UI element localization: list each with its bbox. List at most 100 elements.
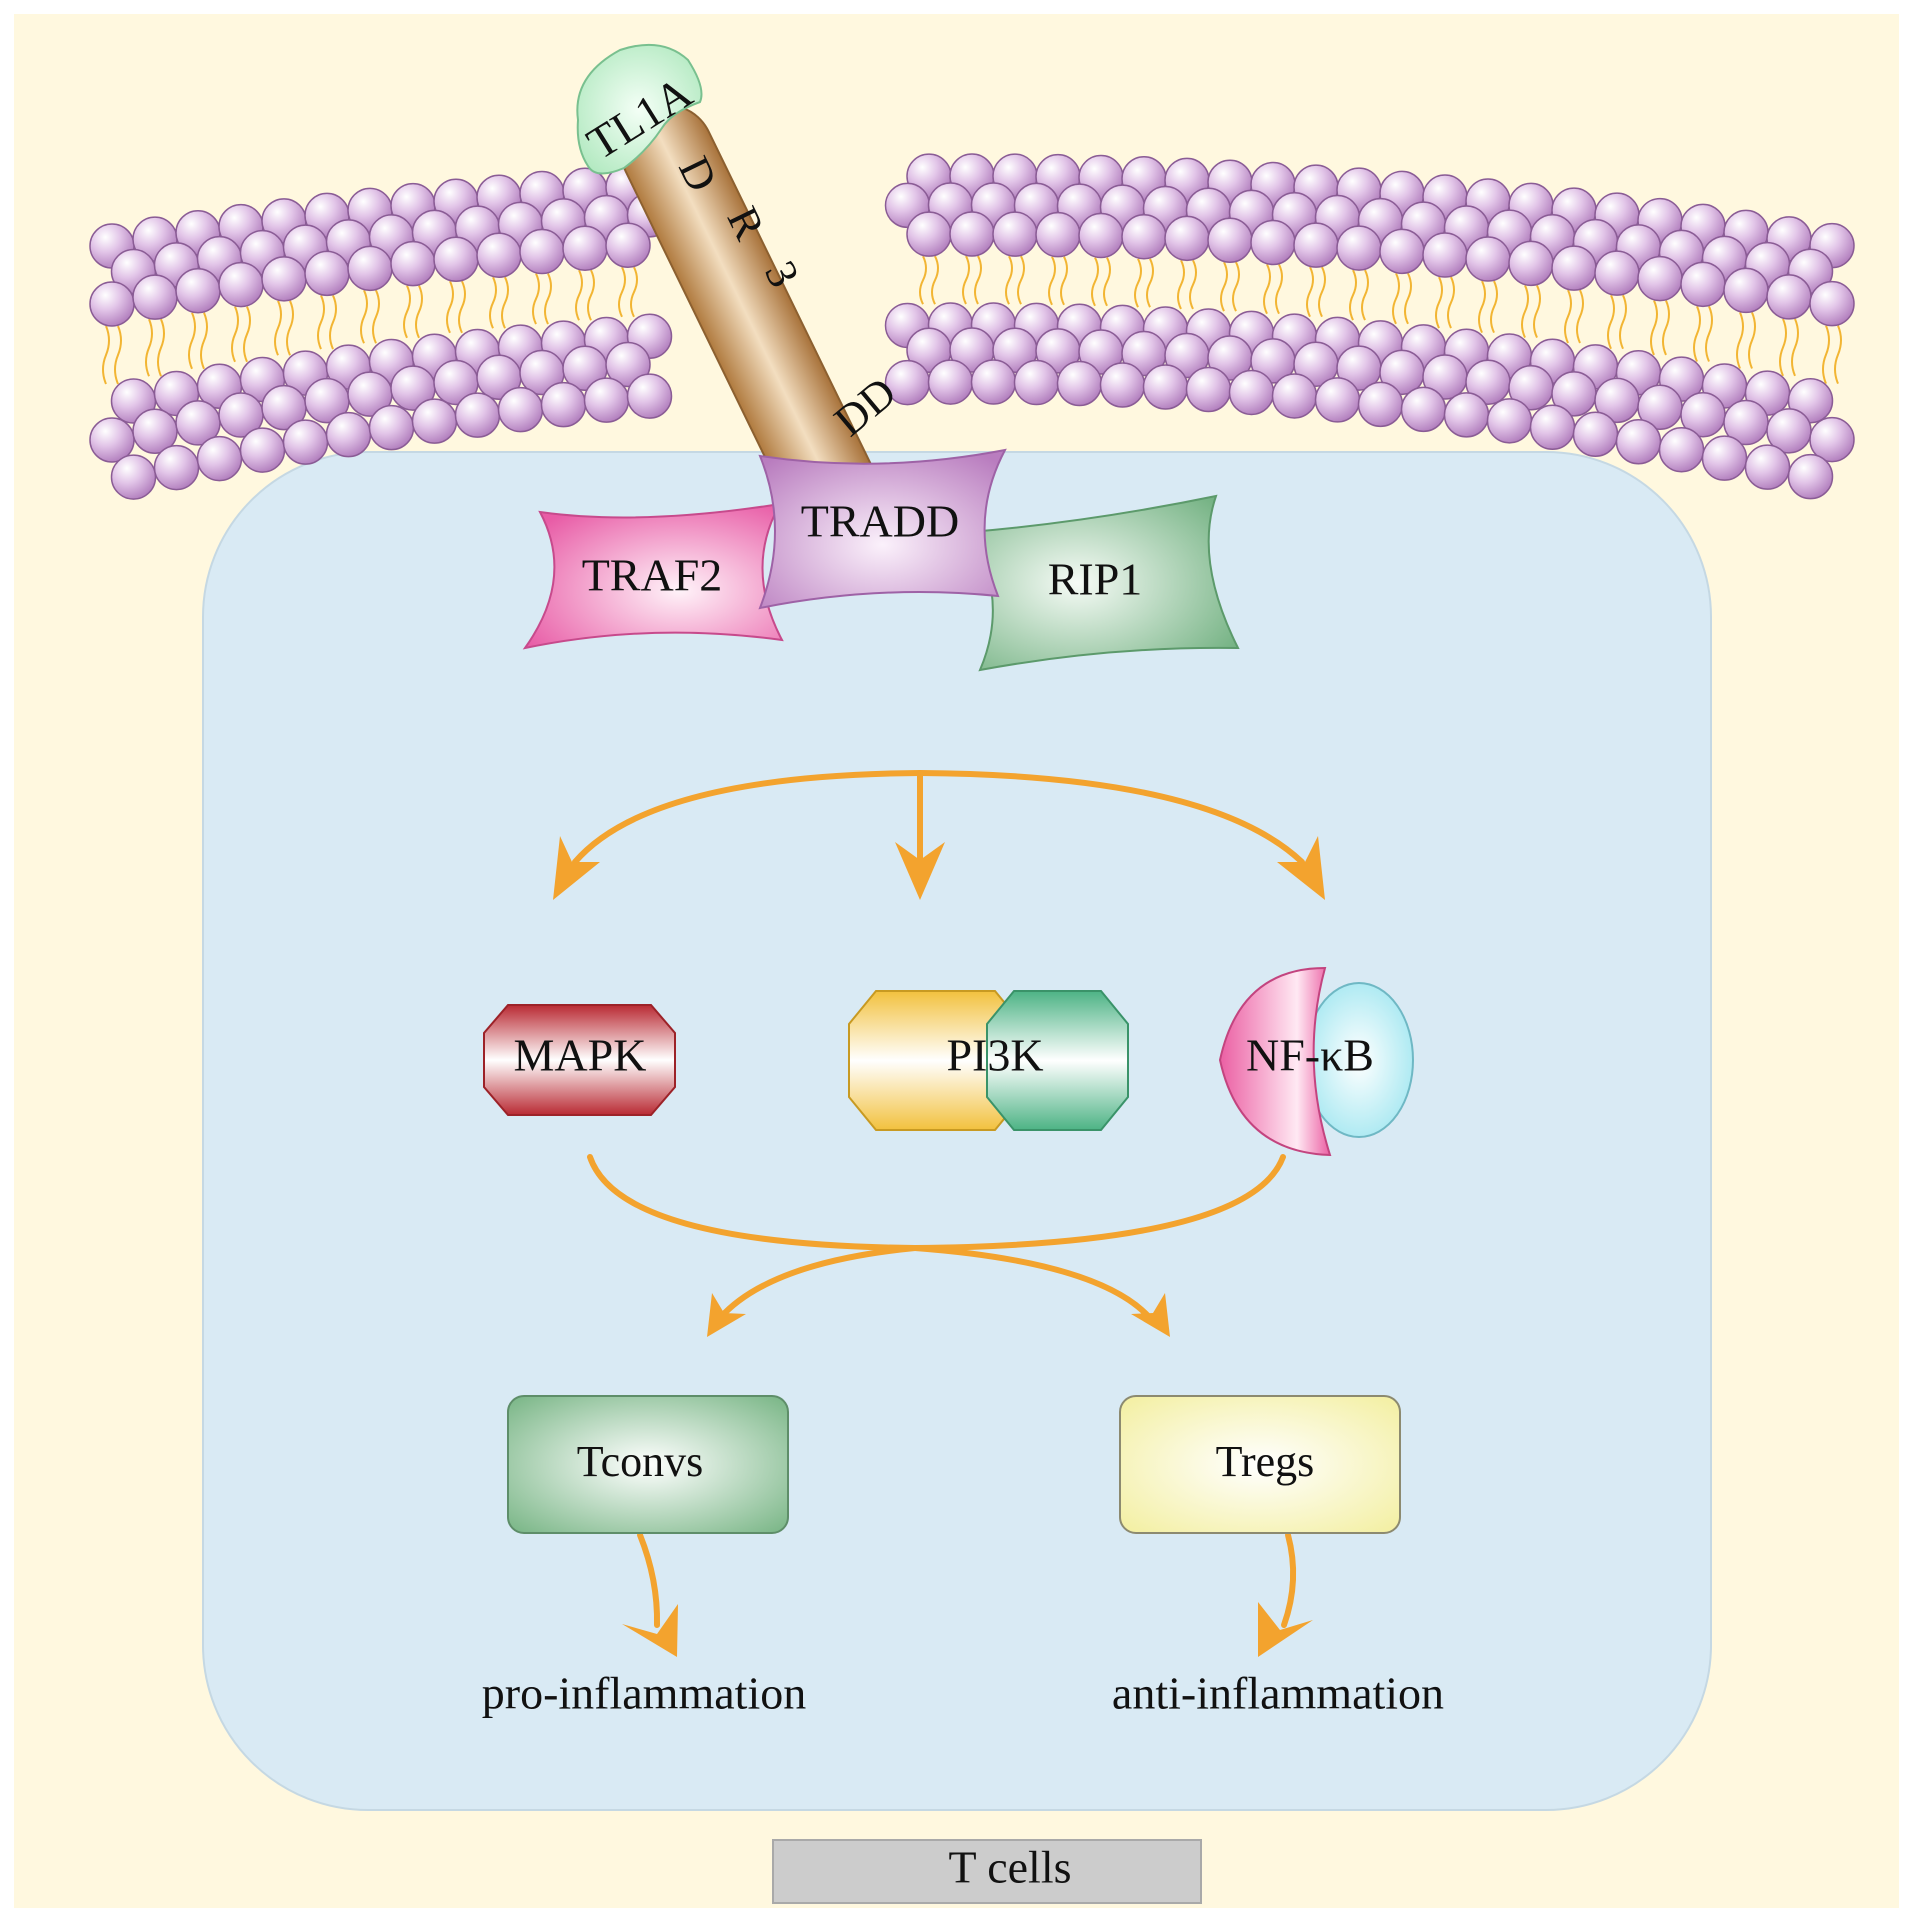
pi3k-protein: PI3K [848,990,1129,1131]
lipid-tail [1576,289,1584,344]
lipid-tail [1060,256,1068,306]
lipid-tail [1650,300,1658,356]
lipid-tail [1189,259,1197,310]
lipid-head [1809,416,1855,463]
lipid-bilayer-membrane [89,153,1855,500]
lipid-tail [532,273,540,325]
lipid-head [992,211,1038,257]
lipid-head [927,359,974,405]
lipid-tail [145,318,153,377]
lipid-head [1615,418,1662,465]
lipid-tail [1619,294,1627,350]
t-cells-caption-label: T cells [948,1842,1071,1893]
lipid-head [476,232,522,278]
lipid-head [540,381,587,428]
lipid-tail [1361,269,1369,321]
lipid-tail [974,255,982,305]
lipid-tail [1447,276,1455,329]
lipid-head [325,411,372,458]
traf2-label: TRAF2 [582,550,723,601]
lipid-head [1594,250,1640,296]
lipid-head [970,359,1017,405]
lipid-tail [1564,289,1572,344]
lipid-head [1658,426,1705,473]
mapk-label: MAPK [514,1030,647,1081]
lipid-tail [200,312,208,370]
lipid-head [1293,222,1339,268]
pi3k-label: PI3K [946,1030,1043,1081]
lipid-head [1099,362,1146,408]
lipid-tail [1134,258,1142,308]
lipid-head [626,373,673,419]
lipid-head [132,274,178,320]
lipid-head [1701,435,1748,481]
lipid-head [906,211,952,257]
lipid-tail [286,300,294,356]
lipid-tail [618,266,626,318]
lipid-tail [188,312,196,370]
arrowhead-mapk [553,836,600,900]
lipid-tail [1306,266,1314,318]
lipid-head [1787,453,1834,500]
mapk-shape [483,1004,676,1116]
lipid-head [1078,212,1124,259]
lipid-tail [1103,257,1111,307]
lipid-tail [102,325,110,385]
arrow-to-mapk [572,770,923,865]
arrow-to-tregs [912,1245,1153,1321]
lipid-tail [1779,318,1787,377]
lipid-head [175,267,221,314]
lipid-head [583,377,630,423]
lipid-head [519,228,565,275]
lipid-tail [329,294,337,350]
lipid-tail [630,266,638,318]
lipid-head [218,261,264,308]
lipid-tail [157,318,165,377]
lipid-tail [931,255,939,305]
lipid-head [1680,261,1726,308]
lipid-tail [1177,259,1185,310]
lipid-head [1809,280,1855,327]
lipid-tail [489,276,497,329]
lipid-tail [1736,312,1744,369]
lipid-head [1207,217,1253,263]
lipid-tail [1263,264,1271,315]
lipid-head [89,281,135,327]
lipid-tail [372,289,380,344]
lipid-head [1723,267,1769,314]
arrowhead-tregs [1131,1293,1170,1337]
arrow-tregs-to-anti [1281,1532,1297,1628]
lipid-tail [1017,255,1025,305]
lipid-heads [89,153,1855,500]
arrowhead-tconvs [707,1293,746,1337]
lipid-tail [1705,305,1713,362]
lipid-tail [1748,312,1756,369]
lipid-head [368,404,415,451]
lipid-head [1443,392,1490,438]
lipid-tail [360,289,368,344]
lipid-tail [1349,269,1357,321]
tregs-box [1119,1395,1401,1534]
lipid-tail [1834,325,1842,385]
lipid-head [347,245,393,292]
lipid-tail [1318,266,1326,318]
arrowhead-anti [1258,1602,1313,1657]
lipid-tail [274,300,282,356]
lipid-head [605,222,651,268]
t-cells-caption-box [772,1839,1202,1904]
lipid-head [282,419,329,465]
lipid-head [1551,245,1597,291]
lipid-head [1336,225,1382,271]
lipid-tail [1822,325,1830,385]
lipid-head [1013,359,1060,406]
lipid-tail [1693,305,1701,362]
lipid-head [411,398,458,444]
lipid-head [497,386,544,433]
lipid-tail [1404,272,1412,325]
lipid-head [390,240,436,287]
lipid-tail [1490,280,1498,334]
lipid-tail [1146,258,1154,308]
lipid-tail [501,276,509,329]
nfkb-label: NF-κB [1246,1030,1374,1081]
lipid-head [153,444,200,491]
